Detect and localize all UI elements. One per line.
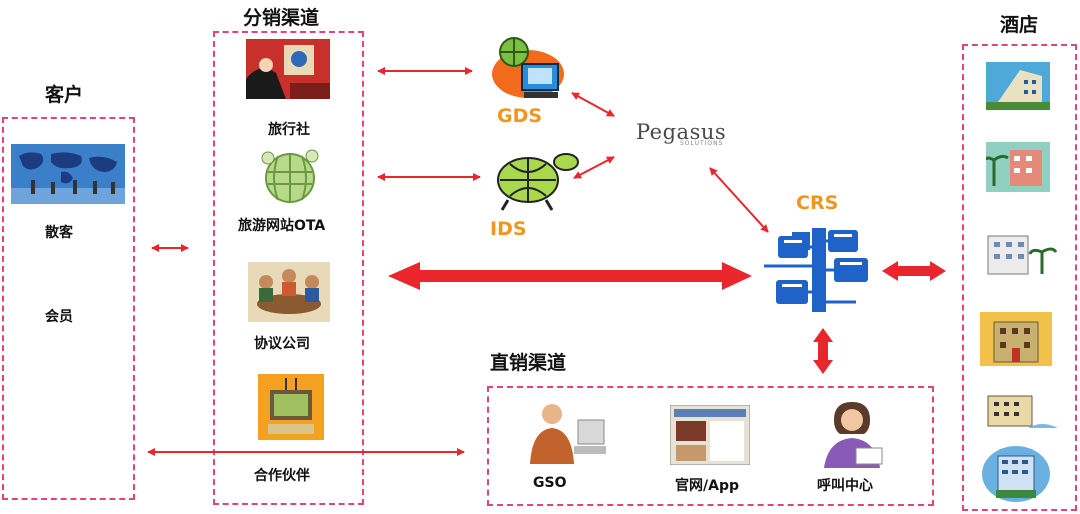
travel-agency-icon (246, 39, 330, 99)
hotel-title: 酒店 (1000, 14, 1039, 36)
arrow-ids-pegasus (573, 156, 615, 179)
direct-item-website-app: 官网/App (675, 478, 739, 494)
hotel-building-icon-6 (982, 446, 1050, 502)
customer-box (2, 117, 135, 500)
hotel-building-icon-5 (987, 395, 1058, 428)
ids-turtle-icon (497, 153, 579, 211)
direct-item-gso: GSO (533, 475, 567, 491)
ota-globe-icon (261, 149, 319, 203)
gds-label: GDS (497, 105, 543, 127)
call-center-agent-icon (824, 402, 883, 468)
hotel-box (962, 44, 1077, 511)
distribution-item-corporate: 协议公司 (254, 336, 310, 352)
pegasus-logo: Pegasus SOLUTIONS (636, 120, 726, 147)
distribution-title: 分销渠道 (243, 7, 320, 29)
world-map-icon (11, 144, 125, 204)
gso-person-icon (530, 404, 606, 464)
direct-channel-title: 直销渠道 (490, 352, 567, 374)
partner-computer-icon (258, 374, 324, 440)
hotel-building-icon-3 (987, 235, 1058, 275)
crs-network-icon (764, 228, 868, 312)
distribution-item-partner: 合作伙伴 (254, 468, 310, 484)
pegasus-wordmark: Pegasus (636, 120, 727, 144)
pegasus-subtitle: SOLUTIONS (680, 140, 724, 147)
distribution-item-ota: 旅游网站OTA (238, 218, 326, 234)
direct-channel-box (487, 386, 934, 506)
arrow-crs-direct (813, 328, 833, 374)
customer-title: 客户 (45, 84, 84, 106)
customer-item-walkin: 散客 (45, 225, 73, 241)
gds-globe-icon (492, 37, 564, 98)
ids-label: IDS (490, 218, 527, 240)
arrow-pegasus-crs (709, 167, 769, 233)
hotel-building-icon-1 (986, 62, 1050, 110)
hotel-building-icon-2 (986, 142, 1050, 192)
arrow-crs-hotel (882, 261, 946, 281)
website-app-icon (670, 405, 750, 465)
distribution-box (213, 31, 364, 505)
arrow-distribution-crs (388, 262, 752, 290)
hotel-building-icon-4 (980, 312, 1052, 366)
corporate-meeting-icon (248, 262, 330, 322)
distribution-item-travel-agency: 旅行社 (268, 122, 310, 138)
customer-item-member: 会员 (45, 309, 73, 325)
direct-item-call-center: 呼叫中心 (817, 478, 873, 494)
crs-label: CRS (796, 192, 839, 214)
arrow-gds-pegasus (571, 92, 615, 117)
